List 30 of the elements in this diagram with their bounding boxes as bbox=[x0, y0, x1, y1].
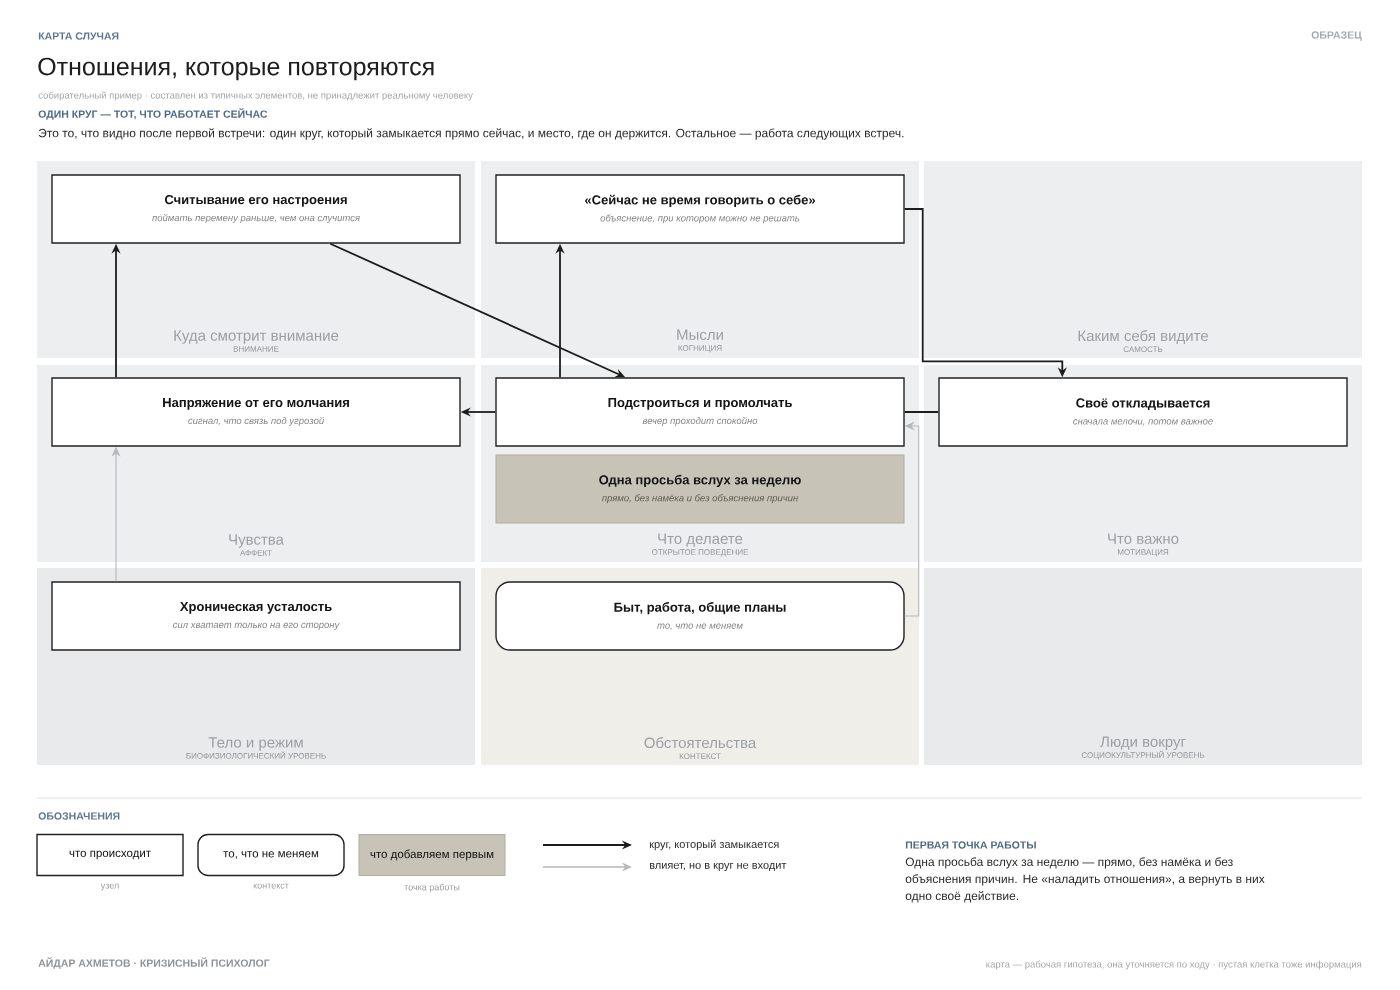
process-box: Считывание его настроения поймать перемену раньше, чем она случится bbox=[51, 174, 461, 244]
process-box: Своё откладывается сначала мелочи, потом важное bbox=[938, 377, 1348, 447]
section-heading: ПЕРВАЯ ТОЧКА РАБОТЫ bbox=[905, 841, 1036, 849]
grid-cell: Каким себя видите САМОСТЬ bbox=[924, 161, 1362, 358]
node-caption: точка работы bbox=[404, 883, 460, 893]
legend-label: влияет, но в круг не входит bbox=[650, 862, 787, 872]
section-heading: КАРТА СЛУЧАЯ bbox=[38, 32, 119, 40]
note-text: собирательный пример · составлен из типичных элементов, не принадлежит реальному человеку bbox=[38, 91, 473, 101]
work-point-box: что добавляем первым bbox=[358, 834, 506, 876]
process-box: Напряжение от его молчания сигнал, что связь под угрозой bbox=[51, 377, 461, 447]
body-text: Одна просьба вслух за неделю — прямо, без намёка и без объяснения причин. Не «наладить отношения», а вернуть в них одно своё действие. bbox=[905, 857, 1265, 903]
node-caption: контекст bbox=[253, 883, 289, 889]
node-caption: узел bbox=[100, 883, 119, 891]
legend-label: круг, который замыкается bbox=[649, 839, 779, 851]
process-box: Хроническая усталость сил хватает только на его сторону bbox=[51, 581, 461, 651]
context-box: Быт, работа, общие планы то, что не меняем bbox=[495, 581, 905, 651]
process-box: Подстроиться и промолчать вечер проходит спокойно bbox=[495, 377, 905, 447]
grid-cell: Люди вокруг СОЦИОКУЛЬТУРНЫЙ УРОВЕНЬ bbox=[924, 568, 1362, 765]
body-text: Это то, что видно после первой встречи: один круг, который замыкается прямо сейчас, и место, где он держится. Остальное — работа следующих встреч. bbox=[38, 128, 904, 140]
connector-line bbox=[903, 411, 940, 413]
section-heading: ОБОЗНАЧЕНИЯ bbox=[38, 812, 120, 820]
note-text: карта — рабочая гипотеза, она уточняется по ходу · пустая клетка тоже информация bbox=[986, 960, 1362, 970]
context-box: то, что не меняем bbox=[197, 833, 345, 877]
section-heading: АЙДАР АХМЕТОВ · КРИЗИСНЫЙ ПСИХОЛОГ bbox=[38, 957, 270, 969]
work-point-box: Одна просьба вслух за неделю прямо, без намёка и без объяснения причин bbox=[495, 454, 905, 524]
process-box: что происходит bbox=[36, 833, 184, 877]
section-heading: ОБРАЗЕЦ bbox=[1311, 31, 1362, 41]
title: Отношения, которые повторяются bbox=[38, 57, 434, 81]
process-box: «Сейчас не время говорить о себе» объяснение, при котором можно не решать bbox=[495, 174, 905, 244]
section-heading: ОДИН КРУГ — ТОТ, ЧТО РАБОТАЕТ СЕЙЧАС bbox=[38, 108, 268, 120]
